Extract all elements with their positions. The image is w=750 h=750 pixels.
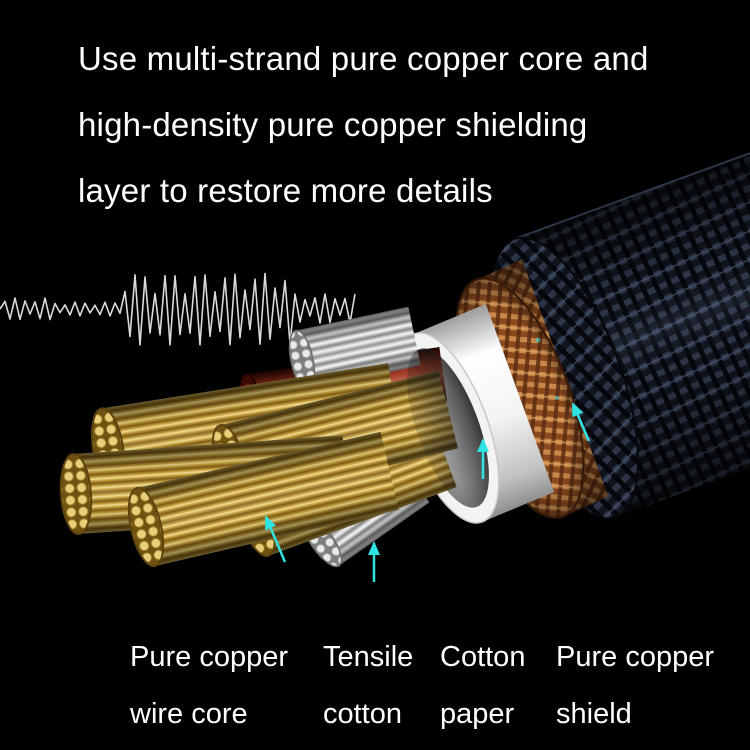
- heading-line-1: Use multi-strand pure copper core and: [78, 40, 649, 77]
- label-cotton-paper: Cotton paper: [440, 642, 525, 729]
- label-pure-copper-wire-core: Pure copper wire core: [130, 642, 288, 729]
- arrow-pure-copper-wire-core: [264, 515, 287, 563]
- arrow-pure-copper-shield: [571, 402, 591, 442]
- cavity-shadow: [407, 348, 489, 508]
- tensile-cotton-top: [288, 306, 421, 391]
- label-line: cotton: [323, 698, 402, 730]
- label-line: Pure copper: [130, 641, 288, 673]
- label-line: Tensile: [323, 641, 414, 673]
- label-line: Cotton: [440, 641, 526, 673]
- label-tensile-cotton: Tensile cotton: [323, 642, 413, 729]
- heading: Use multi-strand pure copper core and hi…: [78, 26, 649, 224]
- heading-line-3: layer to restore more details: [78, 172, 493, 209]
- callout-arrows: [264, 402, 591, 582]
- label-line: shield: [556, 698, 632, 730]
- waveform: [0, 272, 356, 346]
- label-pure-copper-shield: Pure copper shield: [556, 642, 714, 729]
- heading-line-2: high-density pure copper shielding: [78, 106, 588, 143]
- label-line: Pure copper: [556, 641, 714, 673]
- copper-wire-bundle: [127, 431, 399, 568]
- label-line: paper: [440, 698, 515, 730]
- label-line: wire core: [130, 698, 248, 730]
